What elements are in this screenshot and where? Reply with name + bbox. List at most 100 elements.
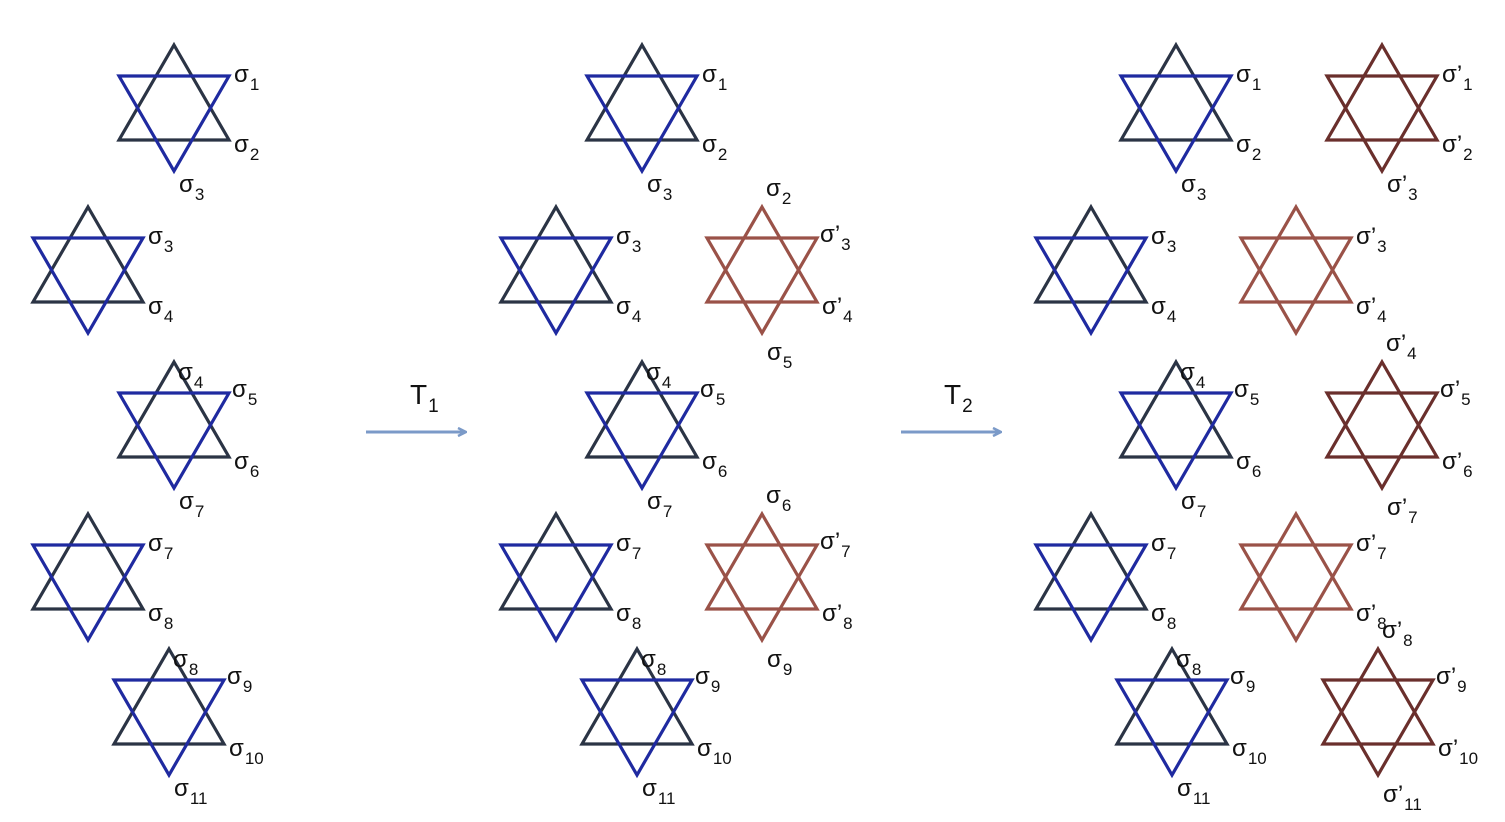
star-blue: σ7 σ8: [1033, 510, 1176, 644]
sigma-label: σ4: [148, 293, 173, 326]
down-triangle: [584, 391, 700, 492]
sigma-label: σ’6: [1442, 448, 1473, 481]
sigma-label: σ7: [1151, 530, 1176, 563]
up-triangle: [111, 645, 227, 746]
sigma-label: σ9: [1230, 663, 1255, 696]
down-triangle: [1033, 543, 1149, 644]
sigma-label: σ8: [1151, 600, 1176, 633]
up-triangle: [116, 358, 232, 459]
sigma-label: σ1: [702, 61, 727, 94]
star-blue: σ1 σ2 σ3: [584, 41, 727, 204]
sigma-label: σ4: [616, 293, 641, 326]
up-triangle: [1238, 510, 1354, 611]
sigma-label: σ4: [178, 359, 203, 392]
star-blue: σ1 σ2 σ3: [116, 41, 259, 204]
star-light-brown: σ2 σ’3 σ’4 σ5: [704, 175, 853, 372]
star-blue: σ1 σ2 σ3: [1118, 41, 1261, 204]
sigma-label: σ3: [179, 171, 204, 204]
up-triangle: [1033, 510, 1149, 611]
sigma-label: σ’3: [1387, 171, 1418, 204]
down-triangle: [498, 543, 614, 644]
sigma-label: σ’4: [822, 293, 853, 326]
sigma-label: σ9: [767, 646, 792, 679]
up-triangle: [498, 510, 614, 611]
sigma-label: σ8: [641, 646, 666, 679]
star-blue: σ7 σ8: [30, 510, 173, 644]
sigma-label: σ’8: [1356, 600, 1387, 633]
down-triangle: [116, 391, 232, 492]
sigma-label: σ4: [1180, 359, 1205, 392]
up-triangle: [1114, 645, 1230, 746]
sigma-label: σ9: [227, 663, 252, 696]
sigma-label: σ’7: [1387, 494, 1418, 527]
up-triangle: [1118, 358, 1234, 459]
sigma-label: σ10: [697, 735, 732, 768]
sigma-label: σ’1: [1442, 61, 1473, 94]
transform-arrow-2: T2: [901, 379, 1001, 432]
sigma-label: σ5: [232, 376, 257, 409]
down-triangle: [30, 543, 146, 644]
sigma-label: σ’4: [1356, 293, 1387, 326]
sigma-label: σ’4: [1386, 330, 1417, 363]
sigma-label: σ’5: [1440, 376, 1471, 409]
up-triangle: [498, 203, 614, 304]
up-triangle: [704, 510, 820, 611]
down-triangle: [704, 543, 820, 644]
sigma-label: σ5: [767, 339, 792, 372]
sigma-label: σ3: [148, 223, 173, 256]
star-light-brown: σ6σ’7σ’8σ9: [704, 482, 853, 679]
sigma-label: σ2: [1236, 131, 1261, 164]
down-triangle: [1118, 74, 1234, 175]
down-triangle: [584, 74, 700, 175]
down-triangle: [1033, 236, 1149, 337]
sigma-label: σ’3: [820, 221, 851, 254]
up-triangle: [30, 510, 146, 611]
star-dark-brown: σ’4 σ’5 σ’6 σ’7: [1324, 330, 1473, 527]
sigma-label: σ’8: [1382, 617, 1413, 650]
star-light-brown: σ’3 σ’4: [1238, 203, 1387, 337]
up-triangle: [1033, 203, 1149, 304]
sigma-label: σ8: [148, 600, 173, 633]
sigma-label: σ7: [179, 488, 204, 521]
sigma-label: σ1: [1236, 61, 1261, 94]
sigma-label: σ9: [695, 663, 720, 696]
sigma-label: σ2: [766, 175, 791, 208]
up-triangle: [1238, 203, 1354, 304]
down-triangle: [30, 236, 146, 337]
sigma-label: σ2: [234, 131, 259, 164]
sigma-label: σ8: [616, 600, 641, 633]
star-dark-brown: σ’1σ’2σ’3: [1324, 41, 1473, 204]
sigma-label: σ’7: [820, 528, 851, 561]
sigma-label: σ6: [234, 448, 259, 481]
down-triangle: [1118, 391, 1234, 492]
transform-arrow-1: T1: [366, 379, 466, 432]
down-triangle: [1238, 236, 1354, 337]
sigma-label: σ7: [148, 530, 173, 563]
sigma-label: σ3: [647, 171, 672, 204]
sigma-label: σ’7: [1356, 530, 1387, 563]
sigma-label: σ5: [1234, 376, 1259, 409]
sigma-label: σ6: [1236, 448, 1261, 481]
down-triangle: [111, 678, 227, 779]
sigma-label: σ10: [1232, 735, 1267, 768]
sigma-label: σ2: [702, 131, 727, 164]
sigma-label: σ3: [1181, 171, 1206, 204]
sigma-label: σ’9: [1436, 663, 1467, 696]
sigma-label: σ5: [700, 376, 725, 409]
down-triangle: [498, 236, 614, 337]
up-triangle: [704, 203, 820, 304]
down-triangle: [1114, 678, 1230, 779]
up-triangle: [30, 203, 146, 304]
sigma-label: σ6: [702, 448, 727, 481]
sigma-label: σ’3: [1356, 223, 1387, 256]
up-triangle: [584, 358, 700, 459]
sigma-label: σ1: [234, 61, 259, 94]
up-triangle: [1320, 645, 1436, 746]
